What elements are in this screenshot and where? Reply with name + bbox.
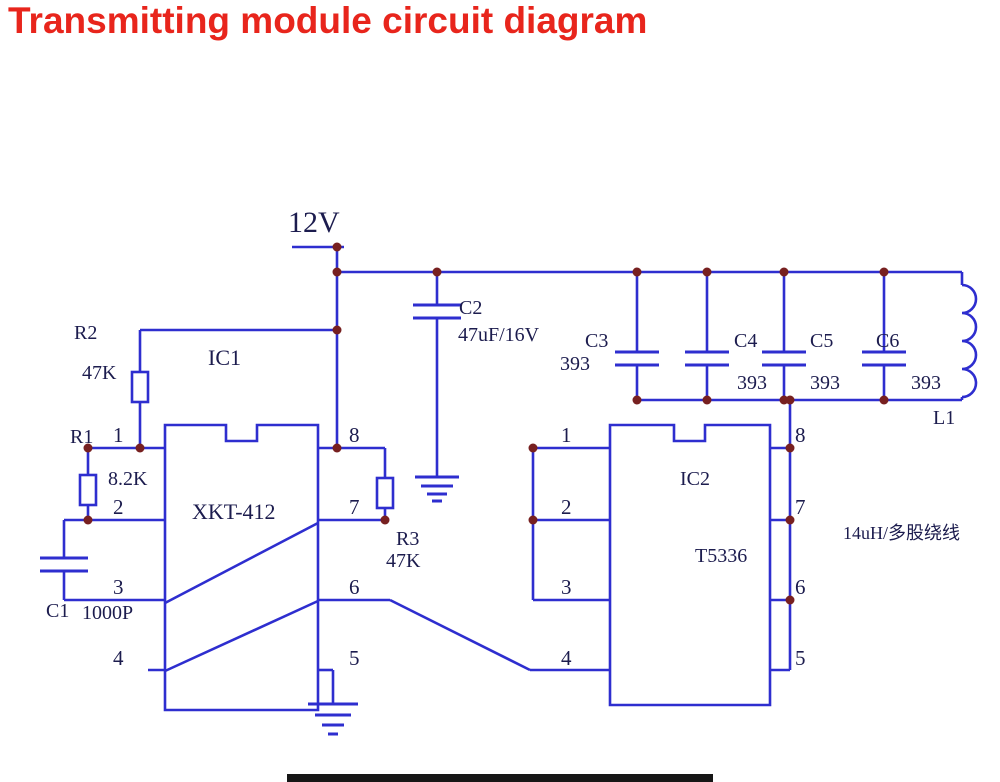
ic1-ref-label: IC1 [208,345,241,370]
r1-ref-label: R1 [70,426,94,448]
c5-value-label: 393 [810,372,840,394]
ic1-pin8-label: 8 [349,423,360,447]
ic2-pin5-label: 5 [795,646,806,670]
resistor-r3 [318,446,395,522]
c4-ref-label: C4 [734,330,758,352]
ic2-pin6-label: 6 [795,575,806,599]
page-title: Transmitting module circuit diagram [8,0,648,41]
ic2-pin7-label: 7 [795,495,806,519]
ic2-pin4-label: 4 [561,646,572,670]
ic2-right-pin-stubs [770,446,790,672]
supply-12v-wire [292,245,344,448]
r2-value-label: 47K [82,362,117,384]
r3-value-label: 47K [386,550,421,572]
c2-ref-label: C2 [459,297,483,319]
ic1-ground [308,668,358,736]
ic1-pin7-label: 7 [349,495,360,519]
r2-ref-label: R2 [74,322,98,344]
inductor-l1 [960,272,978,400]
ic2-ref-label: IC2 [680,468,710,490]
resistor-r2 [130,328,337,448]
c2-value-label: 47uF/16V [458,324,540,346]
ic2-pin2-label: 2 [561,495,572,519]
r3-ref-label: R3 [396,528,420,550]
resistor-r1 [78,446,165,520]
c6-value-label: 393 [911,372,941,394]
capacitor-c5 [762,272,806,400]
ic1-part-label: XKT-412 [192,499,276,524]
supply-12v-label: 12V [288,206,340,239]
c5-ref-label: C5 [810,330,834,352]
ic2-pin3-label: 3 [561,575,572,599]
ic1-to-ic2-signal-wire [318,598,610,672]
capacitor-c6 [862,272,906,400]
ic2-left-pin-bus [531,446,610,602]
ic1-pin3-label: 3 [113,575,124,599]
c1-value-label: 1000P [82,602,134,624]
ic2-pin1-label: 1 [561,423,572,447]
ic1-pin6-label: 6 [349,575,360,599]
capacitor-c3 [615,272,659,400]
junction-dots [83,242,889,605]
capacitor-c1 [40,518,165,602]
c3-ref-label: C3 [585,330,609,352]
l1-value-label: 14uH/多股绕线 [843,523,960,543]
capacitor-c4 [685,272,729,400]
ic1-pin4-label: 4 [113,646,124,670]
c1-ref-label: C1 [46,600,70,622]
c3-value-label: 393 [560,353,590,375]
ic2-body [608,423,772,707]
ic1-pin2-label: 2 [113,495,124,519]
capacitor-c2 [413,272,461,503]
c4-value-label: 393 [737,372,767,394]
l1-ref-label: L1 [933,407,956,429]
ic2-pin8-label: 8 [795,423,806,447]
ic1-body [163,423,320,712]
bottom-crop-bar [287,774,713,782]
ic1-pin1-label: 1 [113,423,124,447]
r1-value-label: 8.2K [108,468,148,490]
ic1-pin5-label: 5 [349,646,360,670]
c6-ref-label: C6 [876,330,900,352]
ic2-part-label: T5336 [695,545,748,567]
